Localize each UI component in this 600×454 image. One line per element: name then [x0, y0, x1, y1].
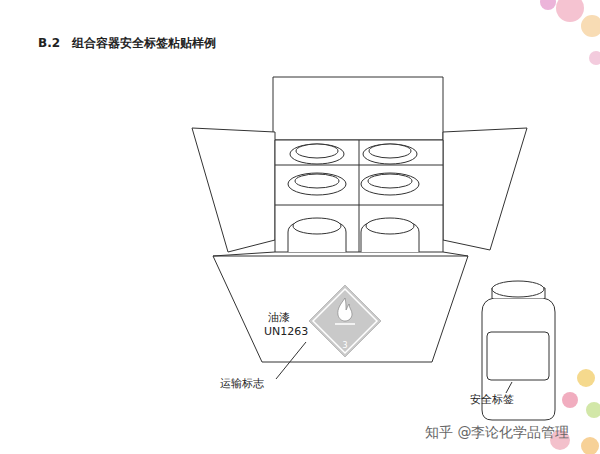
- flame-symbol: [338, 298, 352, 321]
- figure-title: B.2 组合容器安全标签粘贴样例: [38, 37, 216, 51]
- callout-label: 安全标签: [470, 394, 514, 407]
- hazard-class: 3: [308, 341, 382, 350]
- un-number: UN1263: [264, 326, 308, 339]
- hazard-diamond: 3: [308, 284, 382, 358]
- carton: [192, 77, 527, 362]
- watermark: 知乎 @李论化学品管理: [425, 424, 569, 440]
- product-name: 油漆: [268, 312, 290, 325]
- leader-line: [276, 342, 512, 393]
- inner-bottles: [288, 144, 419, 252]
- callout-label: 运输标志: [220, 378, 264, 391]
